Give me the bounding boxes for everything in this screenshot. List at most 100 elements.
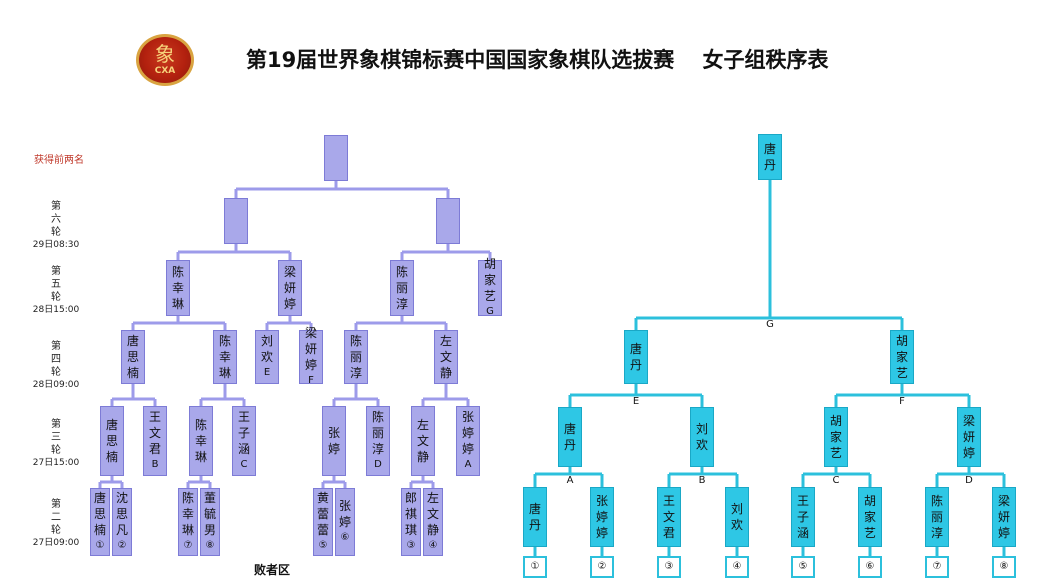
- box-char: 涵: [796, 526, 809, 540]
- match-label: C: [832, 475, 840, 486]
- box-char: 左: [426, 491, 439, 505]
- round-char: 二: [51, 512, 61, 523]
- box-char: 王: [237, 410, 250, 424]
- winner-quarter-box: 刘欢: [690, 407, 714, 467]
- box-char: 家: [483, 273, 496, 287]
- box-char: 淳: [349, 366, 362, 380]
- match-label: A: [566, 475, 574, 486]
- loser-r6-box: [324, 135, 348, 181]
- box-char: 欢: [695, 438, 708, 452]
- box-char: 幸: [171, 281, 184, 295]
- box-char: 幸: [218, 350, 231, 364]
- box-char: 胡: [895, 334, 908, 348]
- box-char: 陈: [171, 265, 184, 279]
- box-char: 涵: [237, 442, 250, 456]
- round-name: 第三轮: [31, 418, 81, 457]
- box-char: 唐: [528, 502, 541, 516]
- box-char: 思: [115, 507, 128, 521]
- box-char: ⑧: [999, 561, 1009, 572]
- box-char: 幸: [194, 434, 207, 448]
- loser-r3-box: 唐思楠: [100, 406, 124, 476]
- box-char: 静: [439, 366, 452, 380]
- round-time: 27日15:00: [32, 458, 80, 468]
- box-char: 陈: [371, 410, 384, 424]
- match-label-g: G: [766, 319, 774, 330]
- box-char: ⑥: [865, 561, 875, 572]
- box-char: 文: [439, 350, 452, 364]
- seed-box: ⑧: [992, 556, 1016, 578]
- winner-r1-box: 陈丽淳: [925, 487, 949, 547]
- box-char: ⑦: [932, 561, 942, 572]
- winner-semi-box: 胡家艺: [890, 330, 914, 384]
- box-char: 妍: [962, 430, 975, 444]
- box-char: 唐: [93, 491, 106, 505]
- box-char: 陈: [194, 418, 207, 432]
- round-label-5: 第五轮 28日15:00: [31, 265, 81, 317]
- round-label-2: 第二轮 27日09:00: [31, 498, 81, 550]
- box-char: 男: [203, 523, 216, 537]
- winner-r1-box: 张婷婷: [590, 487, 614, 547]
- box-char: 婷: [595, 526, 608, 540]
- round-char: 四: [51, 354, 61, 365]
- box-char: 唐: [126, 334, 139, 348]
- loser-r4-box: 左文静: [434, 330, 458, 384]
- box-char: 静: [416, 450, 429, 464]
- box-char: 幸: [181, 507, 194, 521]
- round-char: 轮: [51, 292, 61, 303]
- loser-r4-box: 陈丽淳: [344, 330, 368, 384]
- box-char: 楠: [126, 366, 139, 380]
- box-char: 郎: [404, 491, 417, 505]
- round-time: 29日08:30: [32, 240, 80, 250]
- box-char: 子: [796, 510, 809, 524]
- box-char: 丽: [371, 426, 384, 440]
- box-char: 婷: [962, 446, 975, 460]
- box-char: 张: [338, 499, 351, 513]
- box-char: 文: [416, 434, 429, 448]
- box-char: 君: [148, 442, 161, 456]
- loser-r5-empty-box: [436, 198, 460, 244]
- box-char: 丹: [763, 158, 776, 172]
- loser-r5-empty-box: [224, 198, 248, 244]
- box-char: 静: [426, 523, 439, 537]
- box-char: ④: [428, 540, 438, 551]
- box-char: 刘: [730, 502, 743, 516]
- winner-r1-box: 梁妍婷: [992, 487, 1016, 547]
- round-time: 27日09:00: [32, 538, 80, 548]
- box-char: 婷: [595, 510, 608, 524]
- loser-r4-box: 陈幸琳: [213, 330, 237, 384]
- box-char: 妍: [304, 342, 317, 356]
- winner-quarter-box: 唐丹: [558, 407, 582, 467]
- box-char: 思: [105, 434, 118, 448]
- box-char: ①: [530, 561, 540, 572]
- box-char: 王: [662, 494, 675, 508]
- round-char: 第: [51, 499, 61, 510]
- box-char: 琪: [404, 523, 417, 537]
- box-char: 家: [829, 430, 842, 444]
- box-char: 张: [327, 426, 340, 440]
- match-label: D: [965, 475, 973, 486]
- box-char: ②: [117, 540, 127, 551]
- box-char: 楠: [93, 523, 106, 537]
- box-char: 艺: [895, 366, 908, 380]
- logo-glyph: 象: [155, 42, 175, 66]
- box-char: 陈: [395, 265, 408, 279]
- loser-r3-box: 陈幸琳: [189, 406, 213, 476]
- box-char: ④: [732, 561, 742, 572]
- box-char: ③: [664, 561, 674, 572]
- round-time: 28日15:00: [32, 305, 80, 315]
- box-char: 梁: [283, 265, 296, 279]
- match-label: B: [698, 475, 706, 486]
- winner-semi-box: 唐丹: [624, 330, 648, 384]
- box-char: 毓: [203, 507, 216, 521]
- round-label-6: 第六轮 29日08:30: [31, 200, 81, 252]
- box-char: ⑧: [205, 540, 215, 551]
- box-char: 凡: [115, 523, 128, 537]
